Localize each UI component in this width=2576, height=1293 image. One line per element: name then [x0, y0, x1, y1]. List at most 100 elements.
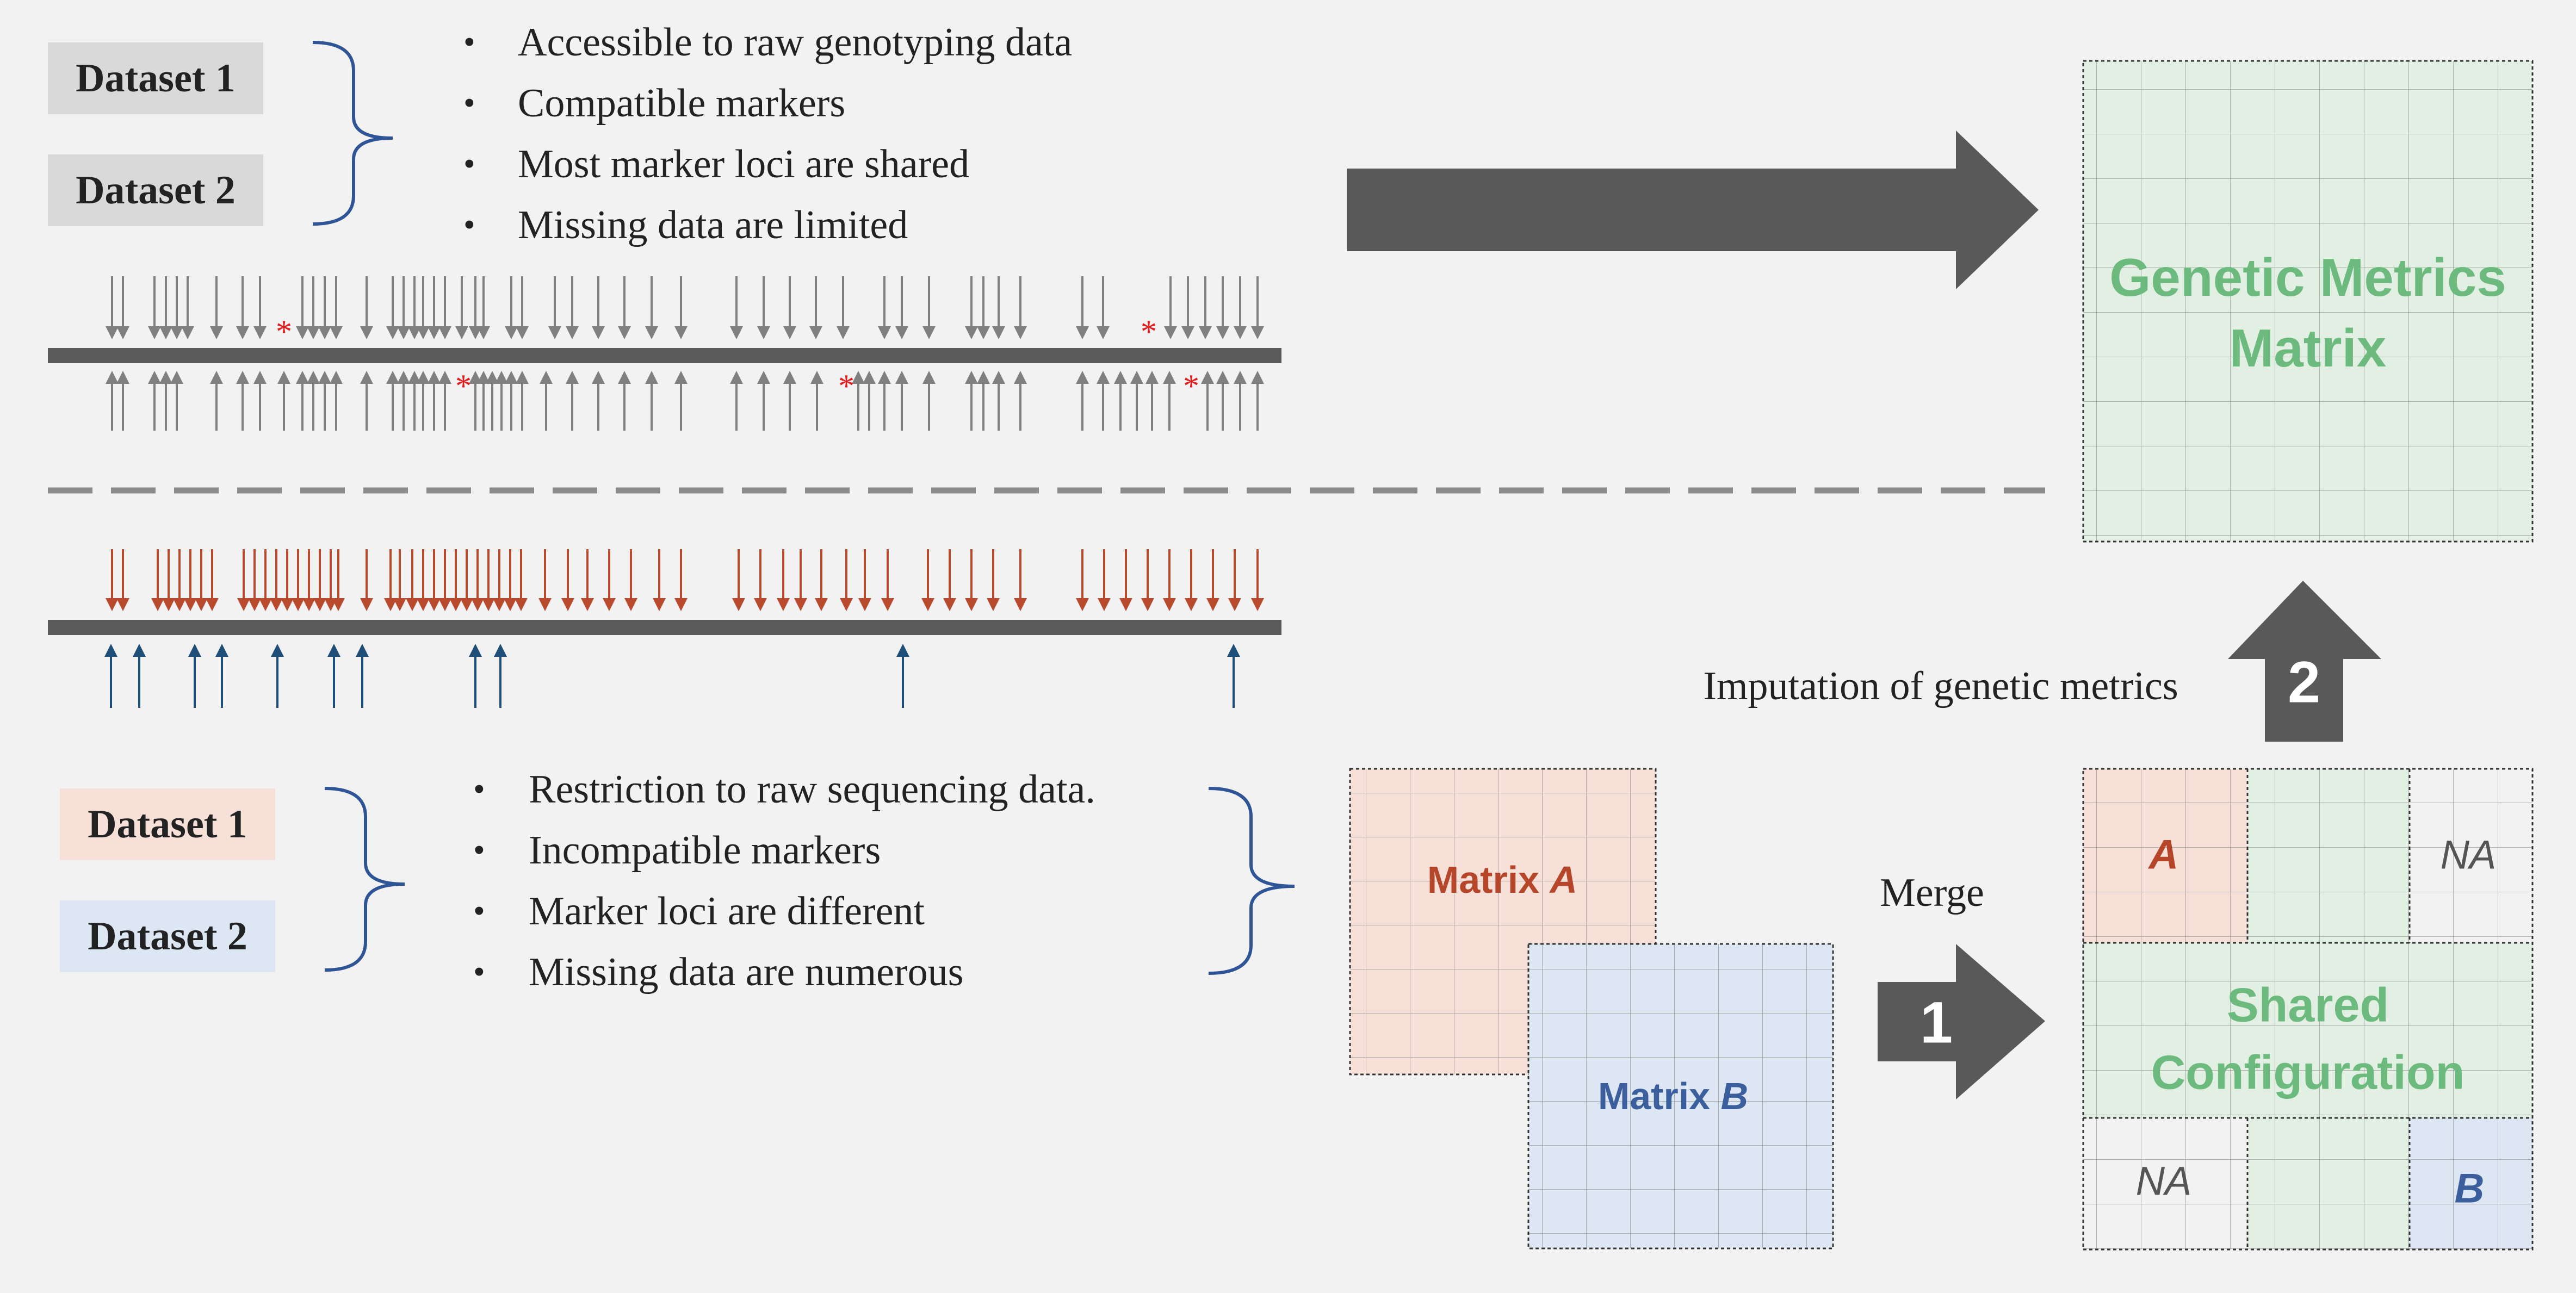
- marker-arrow: [460, 549, 473, 611]
- marker-arrow: [852, 371, 865, 431]
- marker-arrow: [1014, 371, 1027, 431]
- marker-arrow: [493, 549, 506, 611]
- marker-arrow: [965, 276, 978, 339]
- marker-arrow: [449, 549, 462, 611]
- marker-arrow: [281, 549, 294, 611]
- marker-arrow: [810, 371, 823, 431]
- bottom-condition-bullet: •: [473, 954, 485, 991]
- marker-arrow: [1251, 371, 1264, 431]
- top-condition-bullet: •: [463, 24, 475, 61]
- marker-arrow: [754, 549, 767, 611]
- bottom-conditions-list: • Restriction to raw sequencing data. • …: [473, 767, 1095, 994]
- marker-arrow: [162, 549, 175, 611]
- marker-arrow: [313, 549, 326, 611]
- marker-arrow: [922, 276, 936, 339]
- marker-arrow: [237, 549, 250, 611]
- marker-arrow: [548, 276, 561, 339]
- marker-arrow: [406, 549, 419, 611]
- marker-arrow: [1206, 549, 1219, 611]
- marker-arrow: [618, 371, 631, 431]
- merge-arrow: [1878, 944, 2045, 1099]
- marker-arrow: [505, 276, 518, 339]
- marker-arrow: [356, 644, 369, 708]
- marker-arrow: [504, 549, 517, 611]
- marker-arrow: [1014, 549, 1027, 611]
- bottom-condition-item: Incompatible markers: [529, 828, 881, 873]
- marker-arrow: [471, 549, 484, 611]
- genetic-metrics-matrix: Genetic Metrics Matrix: [2082, 60, 2534, 543]
- marker-arrow: [148, 371, 161, 431]
- bottom-dataset2-label: Dataset 2: [88, 914, 247, 959]
- marker-arrow: [253, 371, 267, 431]
- bottom-down-markers: [106, 549, 1264, 611]
- marker-arrow: [428, 371, 441, 431]
- marker-arrow: [1251, 549, 1264, 611]
- marker-arrow: [624, 549, 637, 611]
- marker-arrow: [987, 549, 1000, 611]
- marker-arrow: [895, 371, 908, 431]
- marker-arrow: [1216, 371, 1229, 431]
- marker-arrow: [777, 549, 790, 611]
- bottom-dataset1-label: Dataset 1: [88, 802, 247, 847]
- merge-label: Merge: [1880, 871, 1984, 915]
- merged-na-bottom-label: NA: [2136, 1159, 2192, 1204]
- top-dataset1-label: Dataset 1: [76, 56, 236, 101]
- matrix-b-label: Matrix B: [1598, 1075, 1748, 1117]
- marker-arrow: [277, 371, 290, 431]
- marker-arrow: [1201, 371, 1214, 431]
- missing-marker-asterisk: *: [276, 314, 292, 350]
- marker-arrow: [296, 276, 309, 339]
- marker-arrow: [332, 549, 345, 611]
- merged-matrix: A NA NA B Shared Configuration: [2082, 768, 2534, 1251]
- marker-arrow: [408, 371, 421, 431]
- imputation-arrow: [2228, 581, 2381, 742]
- marker-arrow: [1097, 371, 1110, 431]
- bottom-left-brace: [324, 787, 405, 972]
- top-dataset1-box: [48, 42, 263, 114]
- marker-arrow: [428, 276, 441, 339]
- direct-flow-arrow: [1347, 130, 2039, 289]
- marker-arrow: [271, 644, 284, 708]
- marker-arrow: [296, 371, 309, 431]
- top-condition-item: Most marker loci are shared: [518, 142, 969, 187]
- marker-arrow: [783, 371, 796, 431]
- marker-arrow: [992, 371, 1005, 431]
- marker-arrow: [730, 276, 743, 339]
- missing-marker-asterisk: *: [1183, 368, 1199, 404]
- marker-arrow: [1014, 276, 1027, 339]
- marker-arrow: [486, 371, 499, 431]
- shared-configuration-label: Configuration: [2151, 1046, 2465, 1099]
- marker-arrow: [307, 371, 320, 431]
- bottom-right-brace: [1208, 787, 1295, 975]
- marker-arrow: [1076, 549, 1089, 611]
- top-conditions-list: • Accessible to raw genotyping data • Co…: [463, 20, 1072, 247]
- marker-arrow: [248, 549, 261, 611]
- marker-arrow: [566, 276, 579, 339]
- marker-arrow: [1164, 276, 1177, 339]
- marker-arrow: [674, 371, 688, 431]
- marker-arrow: [922, 371, 936, 431]
- marker-arrow: [1076, 371, 1089, 431]
- marker-arrow: [210, 371, 223, 431]
- marker-arrow: [1114, 371, 1127, 431]
- marker-arrow: [195, 549, 208, 611]
- top-dataset2-box: [48, 154, 263, 226]
- shared-configuration-label: Shared: [2227, 978, 2389, 1032]
- marker-arrow: [1251, 276, 1264, 339]
- marker-arrow: [215, 644, 228, 708]
- marker-arrow: [438, 276, 451, 339]
- marker-arrow: [1119, 549, 1132, 611]
- marker-arrow: [1234, 276, 1247, 339]
- marker-arrow: [270, 549, 283, 611]
- marker-arrow: [236, 371, 249, 431]
- top-down-markers: [106, 276, 1264, 339]
- marker-arrow: [1227, 644, 1240, 708]
- marker-arrow: [360, 371, 373, 431]
- matrix-a: Matrix A: [1349, 768, 1657, 1076]
- marker-arrow: [1141, 549, 1154, 611]
- marker-arrow: [592, 371, 605, 431]
- marker-arrow: [386, 276, 399, 339]
- bottom-condition-bullet: •: [473, 771, 485, 808]
- marker-arrow: [837, 276, 850, 339]
- marker-arrow: [730, 371, 743, 431]
